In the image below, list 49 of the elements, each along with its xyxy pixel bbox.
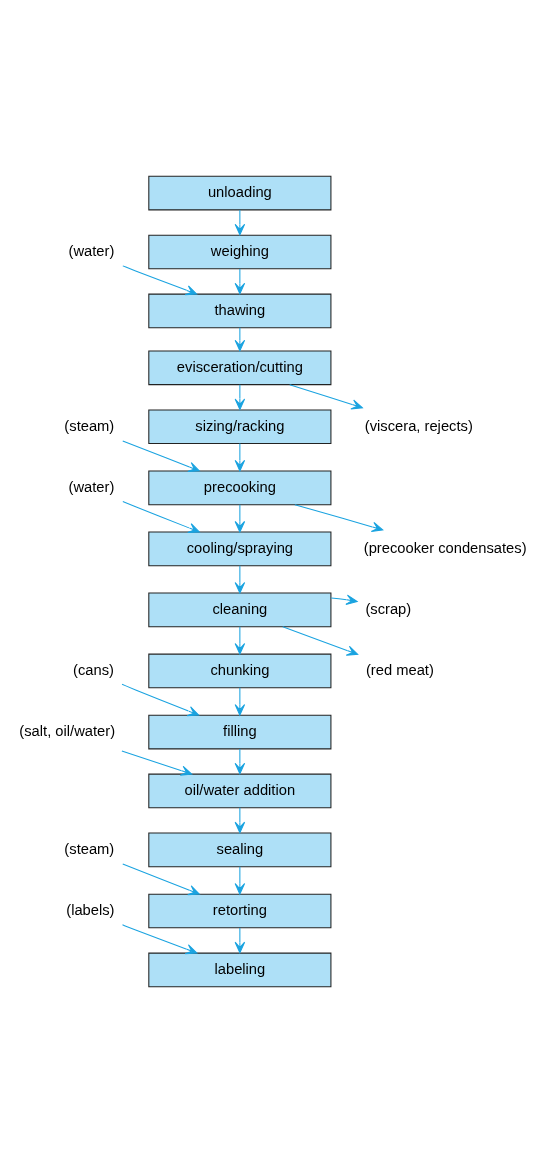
node-box: evisceration/cutting	[148, 350, 332, 386]
arrow	[121, 924, 198, 955]
arrow	[234, 866, 246, 895]
node-text: (precooker condensates)	[363, 539, 527, 556]
node-box: thawing	[148, 293, 332, 329]
node-text: (water)	[68, 478, 115, 495]
node-text: (steam)	[64, 417, 115, 434]
arrow	[234, 565, 246, 594]
arrow	[122, 265, 198, 296]
node-box: labeling	[148, 952, 332, 988]
arrow	[234, 626, 246, 655]
node-text: (water)	[68, 242, 115, 259]
node-text: (steam)	[64, 840, 115, 857]
arrow	[122, 501, 200, 533]
node-text: (red meat)	[365, 661, 434, 678]
node-box: cleaning	[148, 592, 332, 628]
arrow	[234, 443, 246, 472]
arrow	[282, 626, 359, 656]
arrow	[330, 594, 358, 605]
node-text: (cans)	[73, 661, 114, 678]
node-box: cooling/spraying	[148, 531, 332, 567]
node-box: retorting	[148, 893, 332, 929]
arrow	[234, 687, 246, 716]
node-box: filling	[148, 714, 332, 750]
node-text: (labels)	[66, 901, 115, 918]
arrow	[234, 748, 246, 775]
arrow	[234, 504, 246, 533]
arrow	[294, 504, 384, 533]
arrow	[122, 863, 200, 896]
arrow	[122, 440, 200, 472]
arrow	[121, 750, 193, 776]
node-box: weighing	[148, 234, 332, 270]
node-box: unloading	[148, 175, 332, 211]
node-box: sizing/racking	[148, 409, 332, 445]
arrow	[289, 384, 363, 410]
arrow	[121, 683, 200, 717]
arrow	[234, 209, 246, 236]
node-text: (viscera, rejects)	[364, 417, 473, 434]
arrow	[234, 807, 246, 834]
node-text: (scrap)	[365, 600, 412, 617]
node-box: precooking	[148, 470, 332, 506]
node-text: (salt, oil/water)	[19, 722, 116, 739]
arrow	[234, 384, 246, 411]
arrow	[234, 327, 246, 352]
arrow	[234, 927, 246, 954]
arrow	[234, 268, 246, 295]
node-box: chunking	[148, 653, 332, 689]
node-box: sealing	[148, 832, 332, 868]
node-box: oil/water addition	[148, 773, 332, 809]
